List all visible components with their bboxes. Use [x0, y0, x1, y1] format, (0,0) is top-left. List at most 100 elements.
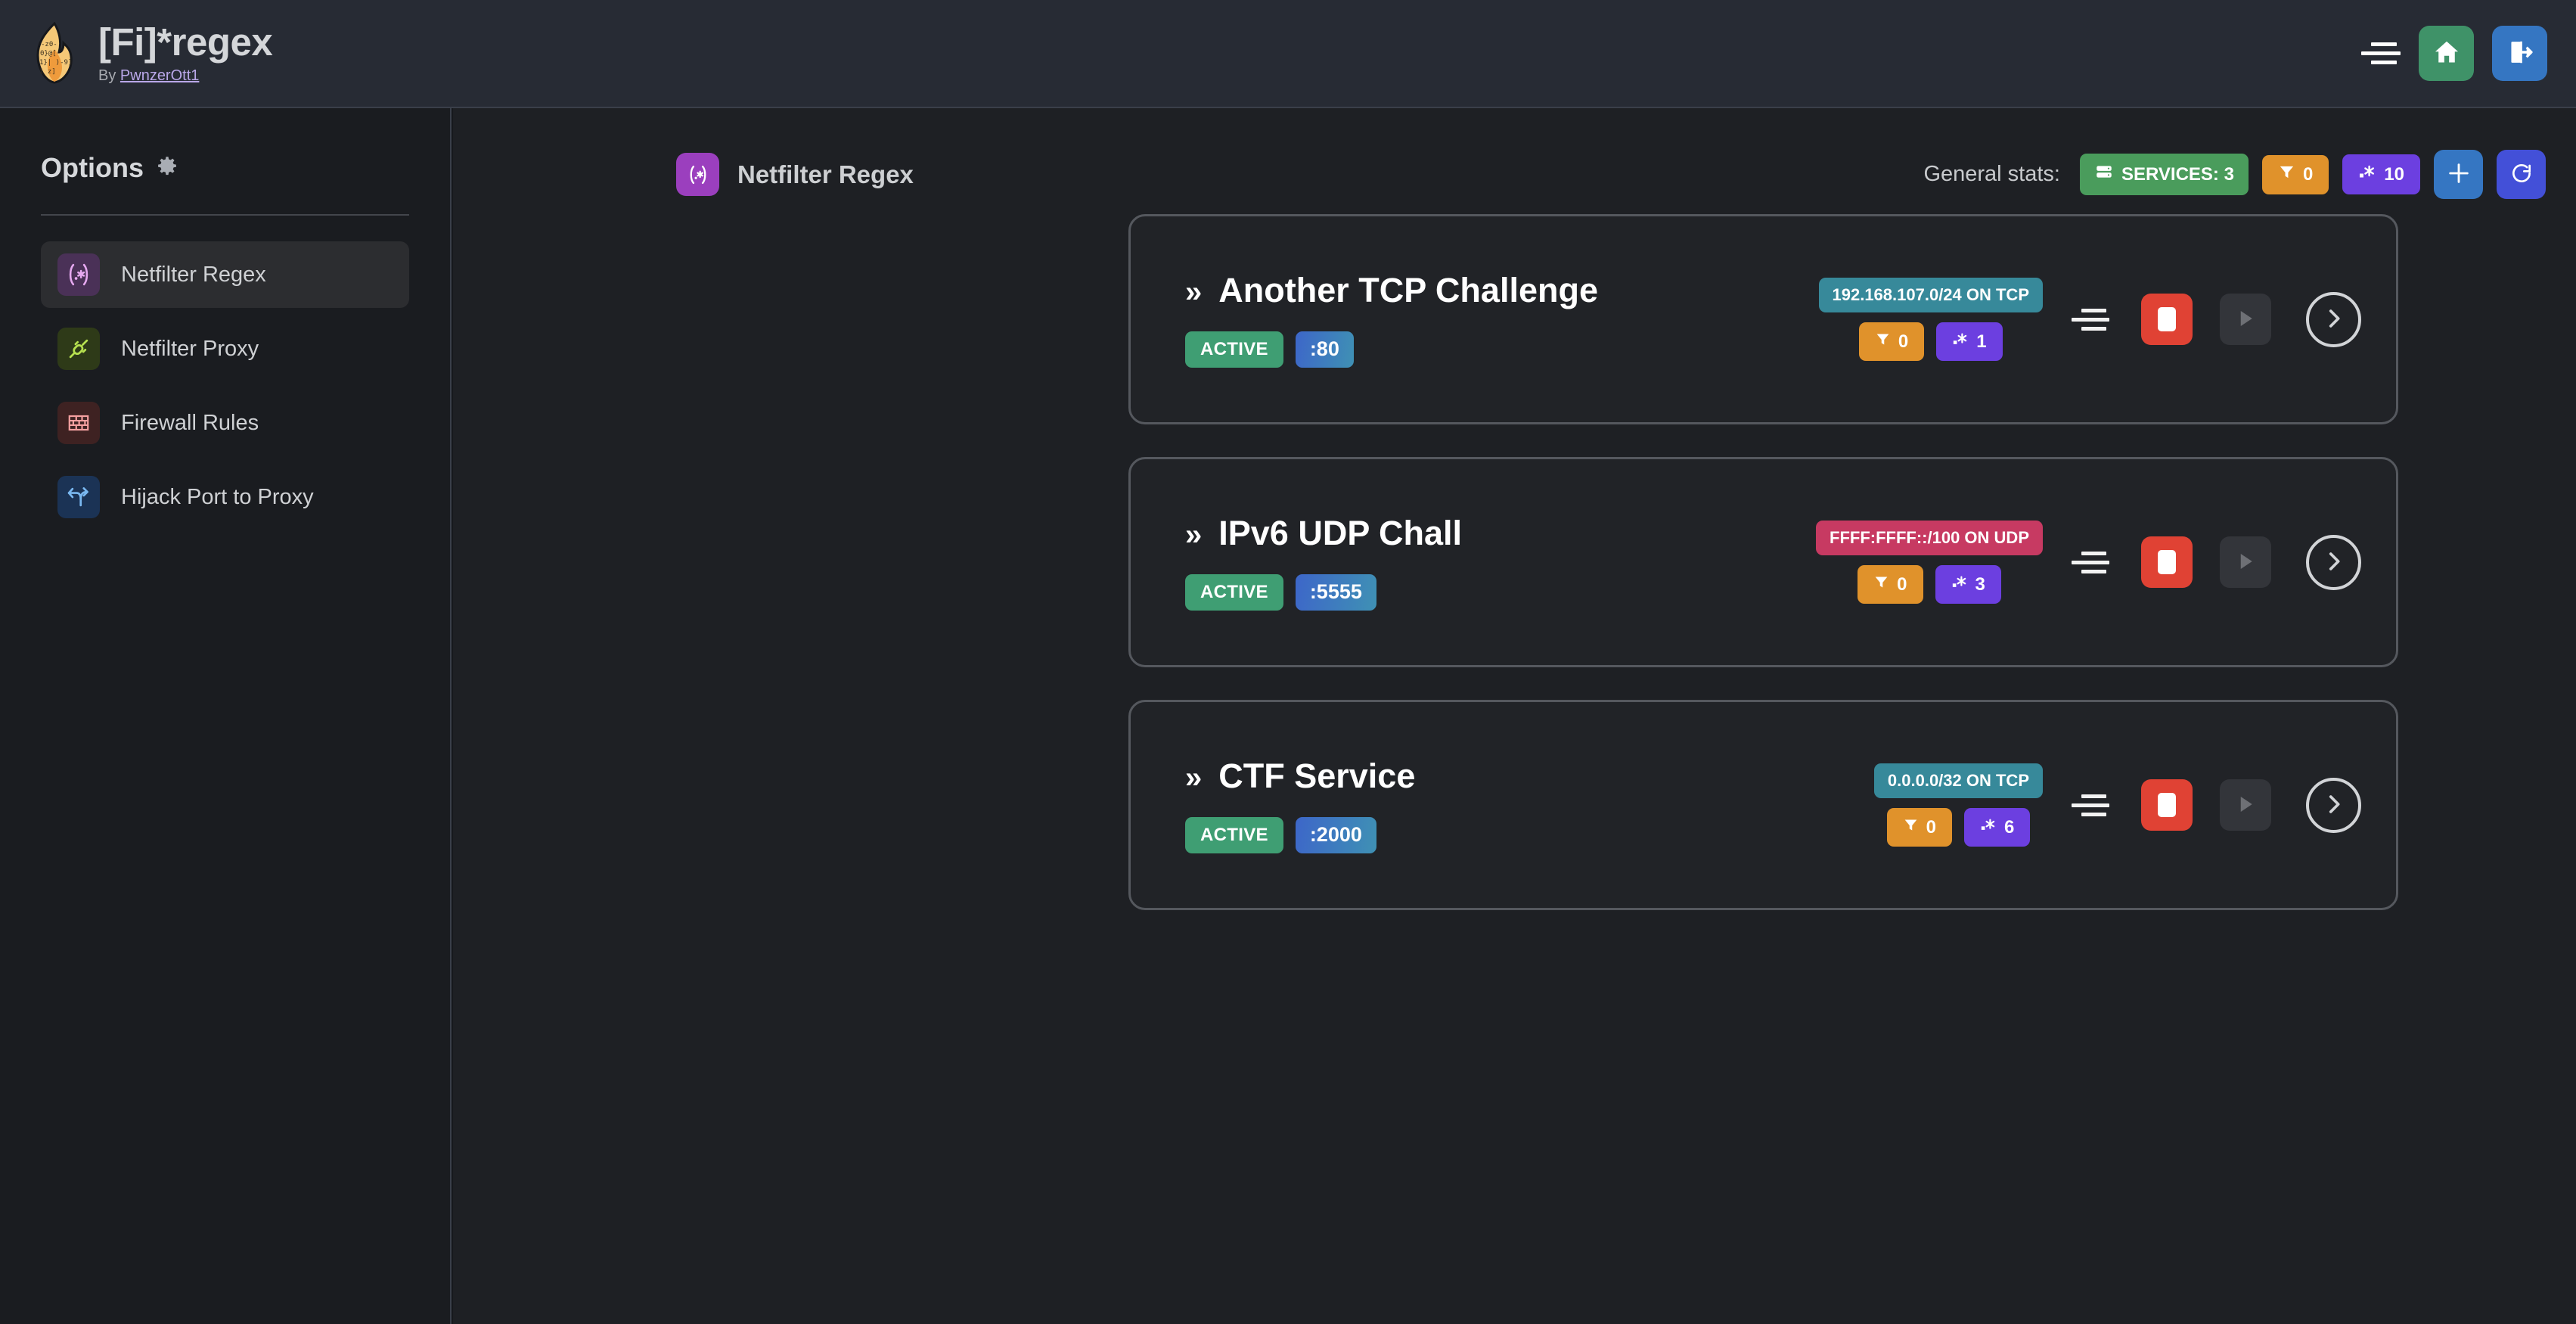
play-button[interactable] [2220, 294, 2271, 345]
sidebar-item-netfilter-proxy[interactable]: Netfilter Proxy [41, 315, 409, 382]
main-content: Netfilter Regex General stats: SERVICES:… [453, 108, 2576, 1324]
refresh-icon [2509, 161, 2534, 188]
service-name: CTF Service [1218, 757, 1416, 795]
logout-icon [2506, 38, 2534, 69]
chevron-right-icon [2321, 791, 2347, 819]
double-chevron-icon: » [1185, 761, 1203, 794]
service-regex-badge: 6 [1963, 808, 2031, 847]
regex-dot-star-icon [1951, 573, 1968, 595]
service-list: » Another TCP Challenge ACTIVE :80 192.1… [453, 207, 2576, 910]
status-badge: ACTIVE [1185, 574, 1283, 611]
service-menu-icon[interactable] [2070, 303, 2109, 336]
port-badge: :5555 [1295, 574, 1376, 611]
service-menu-icon[interactable] [2070, 788, 2109, 822]
stop-button[interactable] [2141, 536, 2193, 588]
status-badge-regex: 10 [2342, 154, 2420, 194]
service-name: IPv6 UDP Chall [1218, 514, 1463, 552]
status-badge-filters: 0 [2261, 154, 2329, 194]
cidr-badge: 192.168.107.0/24 ON TCP [1818, 278, 2043, 312]
page-title: Netfilter Regex [737, 160, 914, 188]
stop-icon [2158, 307, 2176, 331]
regex-icon [57, 253, 100, 296]
sidebar-divider [41, 214, 409, 216]
chevron-right-icon [2321, 549, 2347, 577]
play-button[interactable] [2220, 536, 2271, 588]
filter-count: 0 [1898, 331, 1909, 352]
service-regex-badge: 3 [1935, 565, 2001, 604]
status-badge-services: SERVICES: 3 [2079, 154, 2249, 195]
service-card[interactable]: » CTF Service ACTIVE :2000 0.0.0.0/32 ON… [1128, 700, 2398, 910]
app-title: [Fi]*regex [98, 20, 273, 64]
add-service-button[interactable] [2434, 150, 2483, 199]
stop-icon [2158, 550, 2176, 574]
author-link[interactable]: PwnzerOtt1 [119, 67, 200, 84]
sidebar-item-label: Netfilter Regex [121, 262, 266, 287]
cidr-badge: FFFF:FFFF::/100 ON UDP [1816, 521, 2043, 555]
service-title: » Another TCP Challenge [1185, 271, 1598, 310]
open-service-button[interactable] [2306, 534, 2361, 590]
double-chevron-icon: » [1185, 518, 1203, 552]
menu-line [2371, 42, 2397, 46]
hamburger-menu-icon[interactable] [2361, 37, 2401, 70]
open-service-button[interactable] [2306, 777, 2361, 833]
sidebar-title-text: Options [41, 152, 144, 183]
main-topbar: Netfilter Regex General stats: SERVICES:… [453, 108, 2576, 207]
brand: -z0- 0}@[ 1}| )-9] 1 z] [Fi]*regex By Pw… [27, 20, 273, 85]
status-badge: ACTIVE [1185, 817, 1283, 853]
regex-count: 10 [2384, 163, 2404, 185]
menu-line [2081, 551, 2106, 555]
svg-text:0}@[: 0}@[ [40, 50, 57, 57]
filter-count: 0 [1926, 816, 1936, 838]
service-filter-badge: 0 [1858, 565, 1923, 604]
port-badge: :2000 [1295, 817, 1376, 853]
filter-funnel-icon [1903, 817, 1919, 838]
sidebar-item-label: Firewall Rules [121, 410, 259, 435]
sidebar-item-label: Netfilter Proxy [121, 336, 259, 361]
app-header: -z0- 0}@[ 1}| )-9] 1 z] [Fi]*regex By Pw… [0, 0, 2576, 108]
regex-icon [676, 153, 719, 196]
service-name: Another TCP Challenge [1218, 271, 1598, 309]
regex-count: 6 [2003, 816, 2015, 838]
sidebar-item-netfilter-regex[interactable]: Netfilter Regex [41, 241, 409, 308]
regex-dot-star-icon [1952, 331, 1969, 353]
play-icon [2234, 550, 2257, 575]
cidr-badge: 0.0.0.0/32 ON TCP [1873, 763, 2043, 798]
menu-line [2081, 308, 2106, 312]
menu-line [2072, 317, 2109, 322]
play-button[interactable] [2220, 779, 2271, 831]
general-stats-label: General stats: [1923, 162, 2060, 186]
regex-count: 3 [1975, 573, 1985, 595]
chevron-right-icon [2321, 306, 2347, 334]
service-filter-badge: 0 [1886, 808, 1952, 847]
flame-regex-logo-icon: -z0- 0}@[ 1}| )-9] 1 z] [27, 22, 82, 85]
menu-line [2371, 61, 2397, 64]
by-prefix: By [98, 67, 120, 84]
brick-wall-icon [57, 402, 100, 444]
svg-text:1 z]: 1 z] [39, 68, 56, 76]
logout-button[interactable] [2492, 26, 2547, 81]
service-card[interactable]: » IPv6 UDP Chall ACTIVE :5555 FFFF:FFFF:… [1128, 457, 2398, 667]
plug-connect-icon [57, 328, 100, 370]
service-menu-icon[interactable] [2070, 545, 2109, 579]
play-icon [2234, 793, 2257, 818]
double-chevron-icon: » [1185, 275, 1203, 309]
sidebar-item-hijack-port-to-proxy[interactable]: Hijack Port to Proxy [41, 464, 409, 530]
menu-line [2072, 803, 2109, 807]
service-card[interactable]: » Another TCP Challenge ACTIVE :80 192.1… [1128, 214, 2398, 424]
service-regex-badge: 1 [1936, 322, 2003, 361]
regex-dot-star-icon [1980, 816, 1997, 838]
port-badge: :80 [1295, 331, 1354, 368]
service-filter-badge: 0 [1858, 322, 1925, 361]
service-title: » CTF Service [1185, 757, 1415, 796]
menu-line [2072, 560, 2109, 564]
refresh-button[interactable] [2497, 150, 2546, 199]
filter-funnel-icon [1873, 574, 1889, 595]
menu-line [2081, 794, 2106, 798]
open-service-button[interactable] [2306, 291, 2361, 347]
services-count-label: SERVICES: 3 [2121, 163, 2234, 185]
play-icon [2234, 307, 2257, 332]
sidebar-item-firewall-rules[interactable]: Firewall Rules [41, 390, 409, 456]
stop-button[interactable] [2141, 294, 2193, 345]
home-button[interactable] [2419, 26, 2474, 81]
stop-button[interactable] [2141, 779, 2193, 831]
